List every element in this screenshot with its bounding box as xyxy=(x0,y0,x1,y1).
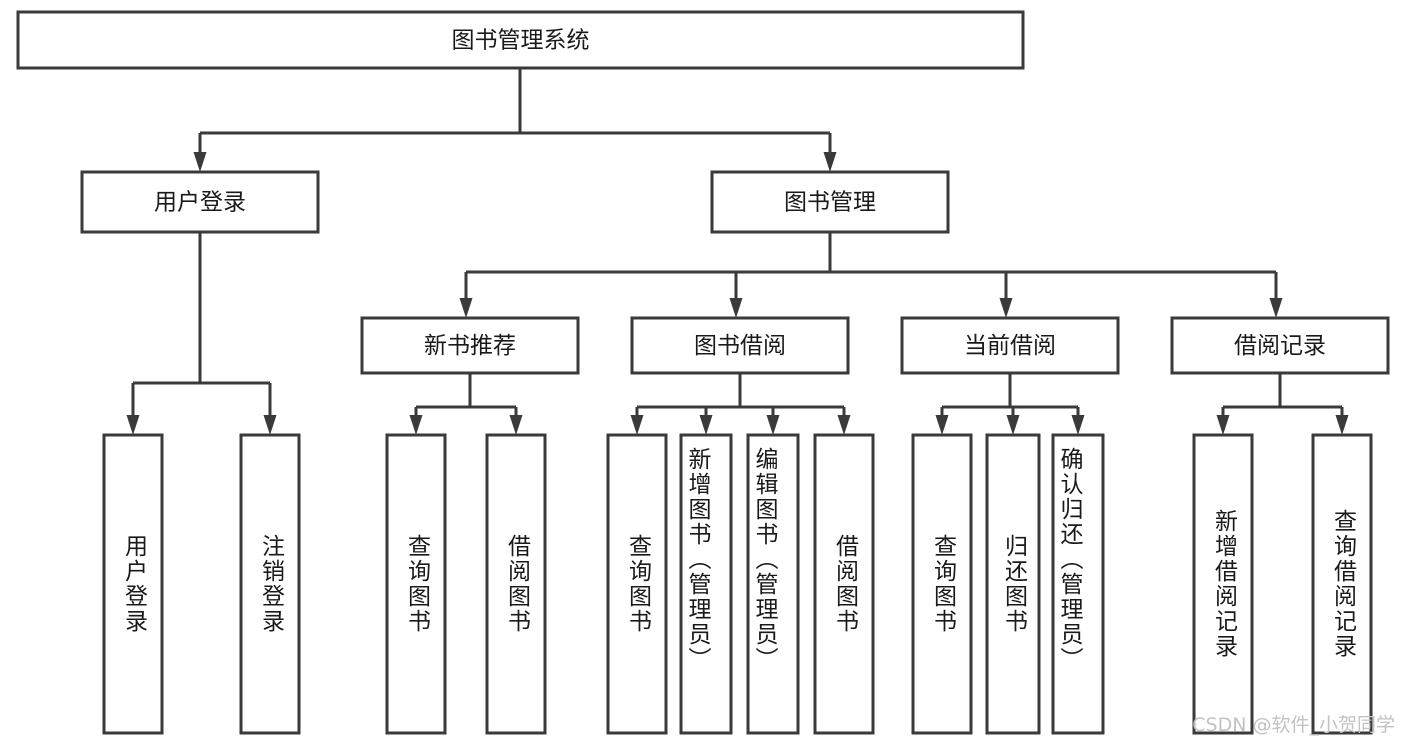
node-box-leaf-add-book xyxy=(679,433,733,735)
node-box-leaf-query-book-recommend xyxy=(385,433,447,735)
node-box-leaf-borrow-book xyxy=(813,433,875,735)
node-box-current-borrow xyxy=(900,316,1120,375)
node-box-leaf-query-book-borrow xyxy=(606,433,668,735)
node-label-leaf-query-book-recommend: 查询图书 xyxy=(404,534,432,634)
node-label-user-login: 用户登录 xyxy=(154,190,246,216)
node-label-leaf-edit-book: 编辑图书（管理员） xyxy=(751,447,779,672)
node-leaf-query-book-recommend[interactable]: 查询图书 xyxy=(385,433,447,735)
node-label-book-manage: 图书管理 xyxy=(784,190,876,216)
node-leaf-borrow-book[interactable]: 借阅图书 xyxy=(813,433,875,735)
node-box-leaf-confirm-return xyxy=(1051,433,1105,735)
node-leaf-add-borrow-record[interactable]: 新增借阅记录 xyxy=(1192,433,1254,735)
node-leaf-edit-book[interactable]: 编辑图书（管理员） xyxy=(746,433,800,735)
node-label-borrow-record: 借阅记录 xyxy=(1234,333,1326,359)
connector-current-borrow-to-leaves xyxy=(935,373,1085,435)
nodes-layer: 图书管理系统用户登录图书管理新书推荐图书借阅当前借阅借阅记录用户登录注销登录查询… xyxy=(16,10,1390,735)
node-label-book-borrow: 图书借阅 xyxy=(694,333,786,359)
node-leaf-query-book-borrow[interactable]: 查询图书 xyxy=(606,433,668,735)
node-box-leaf-borrow-book-recommend xyxy=(485,433,547,735)
node-leaf-confirm-return[interactable]: 确认归还（管理员） xyxy=(1051,433,1105,735)
node-label-leaf-query-book-current: 查询图书 xyxy=(930,534,958,634)
connector-borrow-record-to-leaves xyxy=(1216,373,1349,435)
node-leaf-add-book[interactable]: 新增图书（管理员） xyxy=(679,433,733,735)
node-leaf-borrow-book-recommend[interactable]: 借阅图书 xyxy=(485,433,547,735)
node-label-leaf-confirm-return: 确认归还（管理员） xyxy=(1056,447,1084,672)
node-label-leaf-user-login: 用户登录 xyxy=(121,534,149,634)
connectors-layer xyxy=(126,68,1349,435)
node-box-book-borrow xyxy=(630,316,850,375)
connector-root-to-level2 xyxy=(193,68,837,172)
node-label-leaf-add-book: 新增图书（管理员） xyxy=(684,447,712,672)
node-leaf-user-logout[interactable]: 注销登录 xyxy=(239,433,301,735)
node-book-manage[interactable]: 图书管理 xyxy=(710,170,950,234)
connector-user-login-to-leaves xyxy=(126,232,277,435)
node-box-user-login xyxy=(80,170,320,234)
connector-book-borrow-to-leaves xyxy=(630,373,851,435)
node-new-book-recommend[interactable]: 新书推荐 xyxy=(360,316,580,375)
node-label-leaf-query-book-borrow: 查询图书 xyxy=(625,534,653,634)
node-leaf-return-book[interactable]: 归还图书 xyxy=(985,433,1041,735)
node-label-new-book-recommend: 新书推荐 xyxy=(424,333,516,359)
node-leaf-query-borrow-record[interactable]: 查询借阅记录 xyxy=(1311,433,1373,735)
node-label-leaf-add-borrow-record: 新增借阅记录 xyxy=(1211,509,1239,659)
node-label-leaf-borrow-book-recommend: 借阅图书 xyxy=(504,534,532,634)
node-label-leaf-user-logout: 注销登录 xyxy=(258,534,286,634)
node-label-root: 图书管理系统 xyxy=(452,28,590,54)
node-box-leaf-user-login xyxy=(102,433,164,735)
node-book-borrow[interactable]: 图书借阅 xyxy=(630,316,850,375)
node-box-leaf-edit-book xyxy=(746,433,800,735)
node-label-leaf-query-borrow-record: 查询借阅记录 xyxy=(1330,509,1358,659)
node-user-login[interactable]: 用户登录 xyxy=(80,170,320,234)
node-box-leaf-user-logout xyxy=(239,433,301,735)
node-current-borrow[interactable]: 当前借阅 xyxy=(900,316,1120,375)
node-box-leaf-return-book xyxy=(985,433,1041,735)
node-box-borrow-record xyxy=(1170,316,1390,375)
node-box-root xyxy=(16,10,1025,70)
node-box-new-book-recommend xyxy=(360,316,580,375)
node-label-current-borrow: 当前借阅 xyxy=(964,333,1056,359)
node-box-leaf-add-borrow-record xyxy=(1192,433,1254,735)
node-borrow-record[interactable]: 借阅记录 xyxy=(1170,316,1390,375)
node-box-leaf-query-borrow-record xyxy=(1311,433,1373,735)
connector-new-book-recommend-to-leaves xyxy=(409,373,523,435)
node-leaf-user-login[interactable]: 用户登录 xyxy=(102,433,164,735)
node-root[interactable]: 图书管理系统 xyxy=(16,10,1025,70)
node-box-leaf-query-book-current xyxy=(911,433,973,735)
node-label-leaf-borrow-book: 借阅图书 xyxy=(832,534,860,634)
connector-book-manage-to-level3 xyxy=(459,232,1283,318)
node-leaf-query-book-current[interactable]: 查询图书 xyxy=(911,433,973,735)
node-box-book-manage xyxy=(710,170,950,234)
node-label-leaf-return-book: 归还图书 xyxy=(1001,534,1029,634)
csdn-watermark: CSDN @软件_小贺同学 xyxy=(1192,714,1395,736)
